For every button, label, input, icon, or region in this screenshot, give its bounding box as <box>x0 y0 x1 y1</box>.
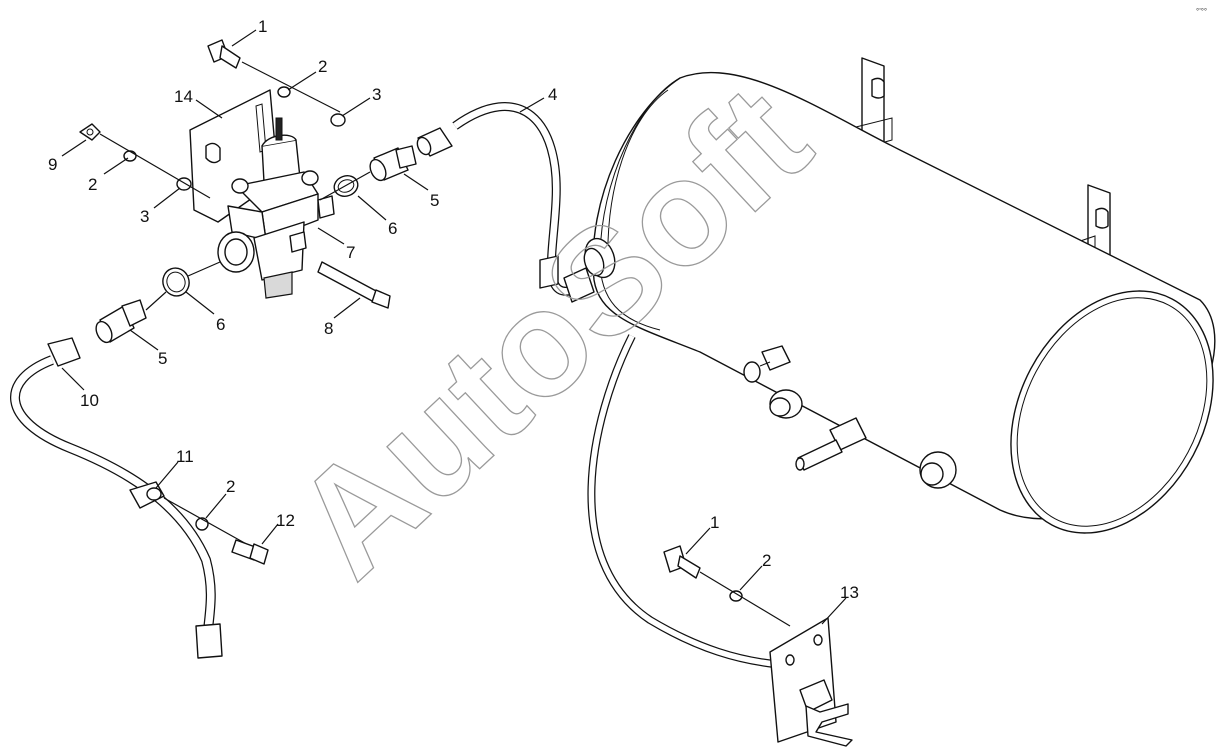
callout-11: 11 <box>176 447 194 466</box>
callout-5-bottom: 5 <box>158 349 167 368</box>
washer-2-bottom <box>729 590 743 602</box>
bolt-12 <box>231 539 269 565</box>
callout-8: 8 <box>324 319 333 338</box>
washer-3-top <box>330 113 346 127</box>
callout-13: 13 <box>840 583 859 602</box>
callout-4: 4 <box>548 85 557 104</box>
tank-port-valve <box>743 345 791 383</box>
callout-2-top: 2 <box>318 57 327 76</box>
callout-3-left: 3 <box>140 207 149 226</box>
tank-port-plug <box>769 389 803 419</box>
tank-inlet-fitting <box>583 237 616 279</box>
hose-10 <box>10 337 223 659</box>
bolt-1-bottom <box>663 545 701 579</box>
callout-12: 12 <box>276 511 295 530</box>
callout-9: 9 <box>48 155 57 174</box>
washer-2-top <box>277 86 291 98</box>
callout-6-bottom: 6 <box>216 315 225 334</box>
callout-1-bottom: 1 <box>710 513 719 532</box>
callout-3-top: 3 <box>372 85 381 104</box>
callout-14: 14 <box>174 87 193 106</box>
leader-lines <box>61 29 847 625</box>
callout-1-top: 1 <box>258 17 267 36</box>
tank-port-lower <box>919 451 957 489</box>
fitting-5-top <box>369 145 417 182</box>
bolt-8 <box>317 261 391 309</box>
valve-7 <box>217 117 335 299</box>
drain-cock <box>799 679 853 747</box>
bracket-13 <box>769 617 853 747</box>
callout-7: 7 <box>346 243 355 262</box>
callout-10: 10 <box>80 391 99 410</box>
fitting-5-bottom <box>95 299 147 344</box>
callout-6-top: 6 <box>388 219 397 238</box>
nut-9 <box>79 123 101 141</box>
callout-2-left: 2 <box>88 175 97 194</box>
callout-2-lower: 2 <box>226 477 235 496</box>
hose-4 <box>416 102 595 303</box>
corner-mark: °'°° <box>1196 7 1207 16</box>
air-tank <box>583 57 1216 534</box>
tank-drain-fitting <box>795 417 867 471</box>
clamp-11 <box>129 481 165 509</box>
callout-labels: 1 2 3 14 4 9 2 3 5 6 7 6 8 5 10 11 2 12 … <box>48 17 859 602</box>
callout-5-top: 5 <box>430 191 439 210</box>
tank-end-cap <box>1010 290 1214 534</box>
callout-2-bottom: 2 <box>762 551 771 570</box>
tank-supply-tube <box>587 334 775 668</box>
bolt-1-top <box>207 39 341 113</box>
